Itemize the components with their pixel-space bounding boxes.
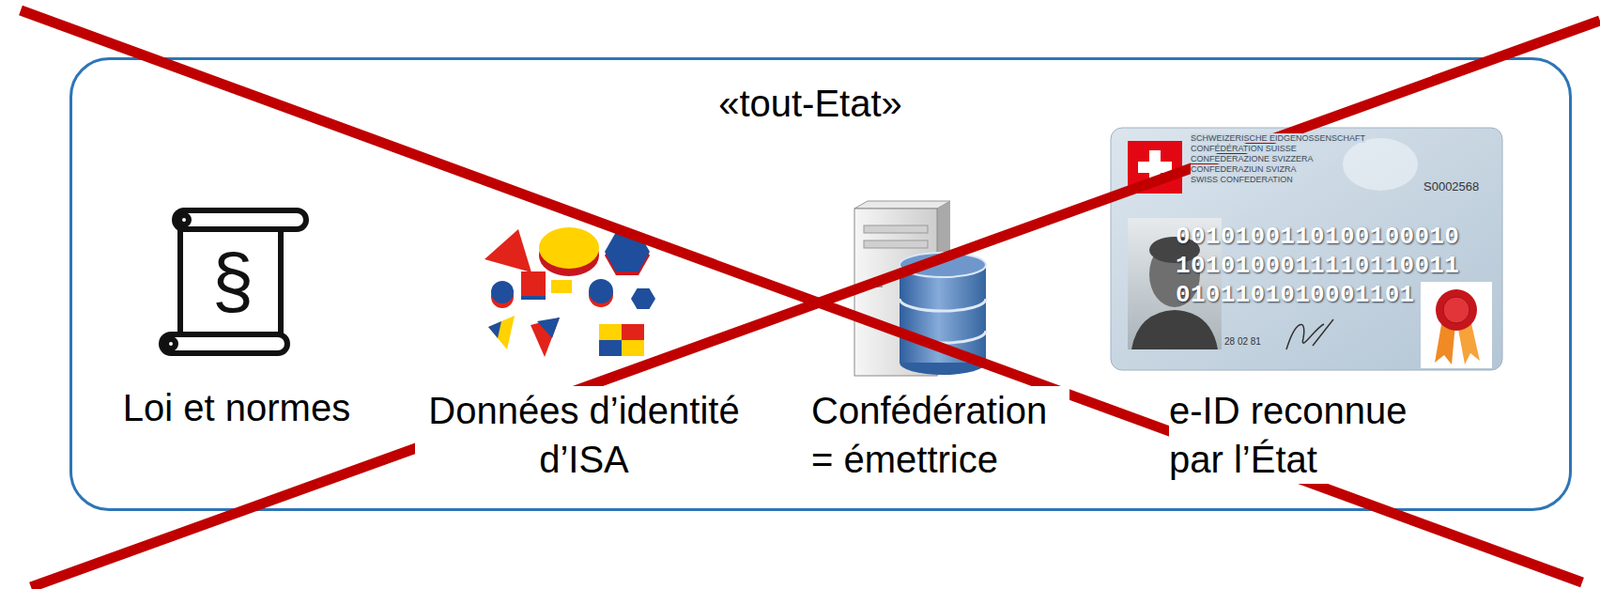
photo-shoulders — [1131, 309, 1218, 350]
label-slot: Loi et normes — [123, 385, 351, 430]
item-caption: e-ID reconnue par l’État — [1169, 385, 1437, 484]
card-header-text: CONFÉDÉRATION SUISSE — [1190, 143, 1297, 154]
block-hexagon — [630, 288, 656, 309]
label-slot: e-ID reconnue par l’État — [1169, 385, 1437, 484]
cross-line — [30, 20, 1600, 587]
flag-cross — [1138, 161, 1172, 173]
block-rect — [599, 323, 645, 356]
label-slot: 0010100110100100010 — [1175, 223, 1460, 252]
card-number: S0002568 — [1423, 180, 1479, 195]
block-square — [521, 271, 546, 296]
label-slot: SCHWEIZERISCHE EIDGENOSSENSCHAFT — [1190, 133, 1366, 143]
card-header-text: SCHWEIZERISCHE EIDGENOSSENSCHAFT — [1190, 133, 1366, 143]
server-slot — [863, 225, 928, 233]
block-rect — [599, 339, 622, 356]
label-slot: Données d’identité d’ISA — [415, 385, 754, 484]
block-triangle — [488, 321, 502, 339]
card-header-text: CONFEDERAZIONE SVIZZERA — [1190, 153, 1314, 164]
label-slot: 0101101010001101 — [1175, 281, 1415, 310]
id-card — [1110, 127, 1503, 370]
server-top — [854, 200, 951, 209]
block-triangle — [530, 317, 560, 357]
wax-seal — [1435, 289, 1477, 331]
seal-ground — [1420, 281, 1493, 369]
scroll-roll — [161, 334, 288, 354]
binary-code: 0101101010001101 — [1175, 281, 1415, 310]
item-caption: Confédération = émettrice — [811, 385, 1070, 484]
block-circle — [588, 278, 614, 304]
block-triangle — [484, 229, 532, 273]
label-slot: CONFÉDÉRATION SUISSE — [1190, 143, 1297, 154]
frame-title: «tout-Etat» — [718, 80, 903, 126]
label-slot: CONFEDERAZIUN SVIZRA — [1190, 164, 1297, 174]
card-hologram — [1342, 138, 1418, 191]
block-triangle — [537, 317, 560, 339]
block-triangle — [488, 315, 515, 350]
scroll-roll — [174, 210, 307, 230]
text-slot: «tout-Etat» — [718, 80, 903, 126]
card-signature — [1286, 319, 1334, 350]
block-rect — [621, 323, 645, 340]
server-icon — [854, 200, 986, 376]
database-band — [899, 298, 986, 311]
label-slot: S0002568 — [1423, 180, 1479, 195]
card-header-text: CONFEDERAZIUN SVIZRA — [1190, 164, 1297, 174]
section-symbol: § — [212, 239, 255, 323]
scroll-edge — [177, 225, 184, 340]
card-date: 28 02 81 — [1224, 336, 1262, 348]
item-caption: Loi et normes — [123, 385, 351, 430]
attribute-blocks — [484, 227, 656, 357]
scroll-icon — [161, 210, 307, 354]
scroll-curl — [166, 338, 176, 349]
label-slot: 28 02 81 — [1224, 336, 1262, 348]
cross-line — [20, 10, 1583, 583]
wax-seal-center — [1443, 296, 1470, 324]
label-slot: CONFEDERAZIONE SVIZZERA — [1190, 153, 1314, 164]
label-slot: Confédération = émettrice — [811, 385, 1070, 484]
binary-code: 0010100110100100010 — [1175, 223, 1460, 252]
binary-code: 1010100011110110011 — [1175, 252, 1460, 281]
server-slot — [863, 240, 928, 248]
block-disc — [538, 227, 600, 269]
item-caption: Données d’identité d’ISA — [415, 385, 754, 484]
block-circle — [491, 280, 514, 304]
block-rect — [551, 279, 572, 293]
label-slot: 1010100011110110011 — [1175, 252, 1460, 281]
card-body — [1110, 127, 1503, 370]
label-slot: § — [212, 239, 255, 323]
scroll-curl — [179, 215, 189, 225]
card-header-text: SWISS CONFEDERATION — [1190, 174, 1293, 185]
label-slot: SWISS CONFEDERATION — [1190, 174, 1293, 185]
scroll-edge — [277, 229, 284, 339]
